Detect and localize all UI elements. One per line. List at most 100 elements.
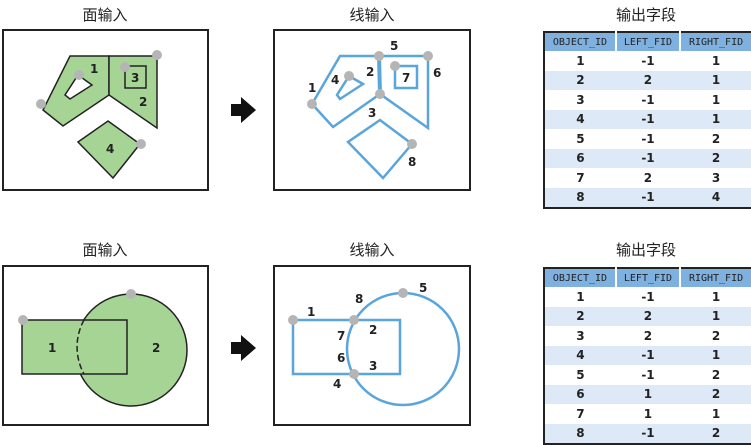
svg-text:8: 8 xyxy=(408,155,416,169)
table-cell: 2 xyxy=(680,384,751,404)
table-cell: -1 xyxy=(615,345,681,365)
table-cell: 2 xyxy=(544,70,616,90)
top-line-frame xyxy=(273,29,471,191)
table-cell: 8 xyxy=(544,187,616,208)
top-lines xyxy=(310,54,430,180)
bottom-polygon-frame xyxy=(2,265,209,426)
bottom-polygons xyxy=(21,293,188,407)
top-table-title: 输出字段 xyxy=(615,6,676,24)
table-cell: 2 xyxy=(544,306,616,326)
table-cell: 1 xyxy=(680,345,751,365)
table-cell: 2 xyxy=(643,170,653,185)
svg-text:4: 4 xyxy=(333,377,341,391)
bottom-line-frame xyxy=(273,265,471,426)
svg-text:4: 4 xyxy=(106,142,114,156)
svg-text:2: 2 xyxy=(139,95,147,109)
top-line-title: 线输入 xyxy=(349,6,395,24)
table-cell: 1 xyxy=(711,92,721,107)
table-cell: 5 xyxy=(576,131,585,146)
top-polygons xyxy=(42,55,158,180)
table-cell: 2 xyxy=(711,328,721,343)
svg-text:7: 7 xyxy=(402,71,410,85)
table-cell: 2 xyxy=(615,306,681,326)
svg-text:1: 1 xyxy=(48,341,56,355)
table-row: 5 -1 2 xyxy=(544,365,751,385)
table-row: 1 -1 1 xyxy=(544,51,751,71)
svg-text:1: 1 xyxy=(307,305,315,319)
table-cell: 2 xyxy=(680,423,751,444)
svg-text:3: 3 xyxy=(368,106,376,120)
table-cell: 8 xyxy=(544,423,616,444)
table-cell: 4 xyxy=(544,109,616,129)
svg-text:3: 3 xyxy=(131,71,139,85)
table-cell: 1 xyxy=(711,406,721,421)
svg-text:2: 2 xyxy=(152,341,160,355)
table-row: 3 2 2 xyxy=(544,326,751,346)
svg-text:3: 3 xyxy=(369,359,377,373)
table-row: 3 -1 1 xyxy=(544,90,751,110)
col-left-fid: LEFT_FID xyxy=(615,32,682,51)
table-cell: -1 xyxy=(615,148,681,168)
table-cell: -1 xyxy=(641,53,655,68)
bottom-line-title: 线输入 xyxy=(349,241,395,259)
table-cell: 2 xyxy=(680,148,751,168)
svg-text:7: 7 xyxy=(337,329,345,343)
table-cell: 1 xyxy=(711,53,721,68)
table-cell: 1 xyxy=(680,70,751,90)
table-cell: -1 xyxy=(615,187,681,208)
table-cell: -1 xyxy=(641,367,655,382)
top-polygon-frame xyxy=(2,29,209,191)
table-cell: 1 xyxy=(680,306,751,326)
table-cell: 2 xyxy=(711,367,721,382)
svg-text:6: 6 xyxy=(337,351,345,365)
table-cell: 3 xyxy=(576,328,585,343)
svg-text:4: 4 xyxy=(331,73,339,87)
table-cell: 5 xyxy=(576,367,585,382)
table-cell: -1 xyxy=(615,423,681,444)
svg-text:1: 1 xyxy=(90,62,98,76)
table-cell: 2 xyxy=(615,70,681,90)
table-row: 7 2 3 xyxy=(544,168,751,188)
col-right-fid: RIGHT_FID xyxy=(680,268,751,287)
top-polygon-title: 面输入 xyxy=(82,6,128,24)
table-cell: 2 xyxy=(711,131,721,146)
bottom-polygon-title: 面输入 xyxy=(82,241,128,259)
col-left-fid: LEFT_FID xyxy=(615,268,682,287)
table-cell: -1 xyxy=(641,92,655,107)
table-cell: 3 xyxy=(576,92,585,107)
table-cell: 1 xyxy=(576,53,585,68)
table-cell: 6 xyxy=(544,384,616,404)
table-cell: 6 xyxy=(544,148,616,168)
table-cell: 3 xyxy=(711,170,721,185)
svg-text:2: 2 xyxy=(369,323,377,337)
svg-text:5: 5 xyxy=(419,281,427,295)
svg-text:2: 2 xyxy=(366,65,374,79)
table-cell: 7 xyxy=(576,170,585,185)
table-cell: 1 xyxy=(711,289,721,304)
bottom-table-title: 输出字段 xyxy=(615,241,676,259)
table-cell: 2 xyxy=(643,328,653,343)
table-cell: 4 xyxy=(680,187,751,208)
table-cell: 1 xyxy=(615,384,681,404)
arrow-icon xyxy=(231,335,256,361)
svg-text:8: 8 xyxy=(355,292,363,306)
svg-text:5: 5 xyxy=(390,39,398,53)
table-cell: -1 xyxy=(615,109,681,129)
table-cell: 1 xyxy=(576,289,585,304)
col-right-fid: RIGHT_FID xyxy=(680,32,751,51)
table-cell: 4 xyxy=(544,345,616,365)
svg-text:1: 1 xyxy=(308,81,316,95)
